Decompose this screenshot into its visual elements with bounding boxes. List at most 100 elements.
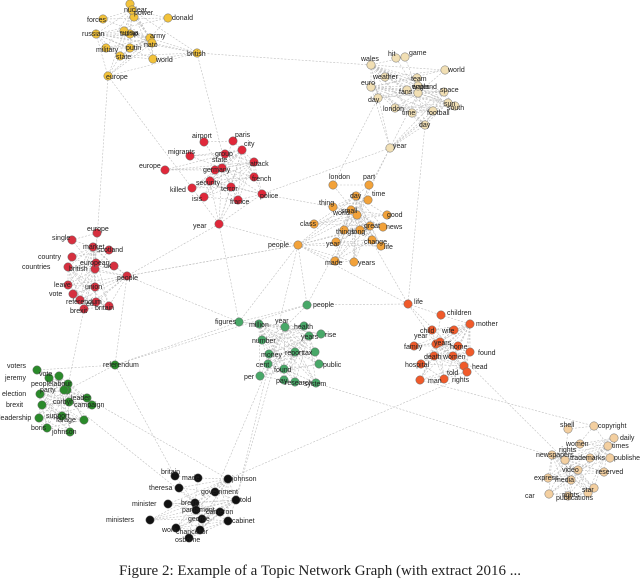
edge-brexit-to-people xyxy=(126,275,240,323)
node-politics-parliament xyxy=(191,505,201,515)
edge-social xyxy=(332,199,369,208)
label-weather-fans: fans xyxy=(399,89,413,96)
node-social-news xyxy=(378,222,388,232)
label-military-russia: russia xyxy=(120,30,139,37)
label-people-report: report xyxy=(285,350,303,357)
node-referendum-brexit xyxy=(37,400,47,410)
edge-politics xyxy=(149,502,196,521)
label-media-media: media xyxy=(555,477,574,484)
edge-weather xyxy=(424,110,434,126)
label-referendum-leader: leader xyxy=(71,395,91,402)
edge-weather xyxy=(424,102,449,126)
edge-social xyxy=(353,229,361,263)
edge-brexit xyxy=(67,266,96,288)
edge-family xyxy=(433,341,441,357)
edge-weather xyxy=(417,69,446,94)
node-people-pay xyxy=(279,375,289,385)
node-media-copyright xyxy=(589,421,599,431)
edge-brexit xyxy=(92,246,128,277)
edge-people xyxy=(268,335,310,355)
edge-military xyxy=(107,9,133,77)
edge-terror xyxy=(209,180,220,225)
node-media-published xyxy=(605,453,615,463)
edge-people xyxy=(283,335,310,381)
edge-weather xyxy=(389,110,434,149)
node-family-rights xyxy=(439,374,449,384)
label-media-women: women xyxy=(565,441,589,448)
label-people-million: million xyxy=(249,322,269,329)
edge-people-to-referendum xyxy=(114,321,240,366)
edge-terror xyxy=(218,161,255,225)
edge-brexit xyxy=(67,275,128,286)
node-referendum-boris xyxy=(42,423,52,433)
node-politics-made xyxy=(193,473,203,483)
edge-people xyxy=(294,351,317,384)
node-terror-terror xyxy=(226,182,236,192)
node-family-mother xyxy=(465,319,475,329)
edge-terror xyxy=(203,140,234,143)
edge-referendum xyxy=(39,393,93,406)
edge-referendum xyxy=(36,364,116,371)
edge-terror xyxy=(237,149,243,201)
label-weather-london: london xyxy=(383,106,404,113)
label-referendum-party: party xyxy=(40,387,56,394)
edge-social xyxy=(350,209,373,241)
edge-brexit xyxy=(92,246,97,264)
label-family-child: child xyxy=(420,328,435,335)
edge-people xyxy=(267,351,296,365)
edge-terror xyxy=(191,186,232,189)
edge-military xyxy=(95,9,133,35)
label-military-nato: nato xyxy=(144,42,158,49)
node-military-russia xyxy=(119,26,129,36)
node-referendum-campaign xyxy=(87,400,97,410)
label-social-life: life xyxy=(384,244,393,251)
edge-weather xyxy=(406,89,445,93)
edge-social xyxy=(355,195,382,247)
edge-military xyxy=(149,17,169,39)
edge-people xyxy=(238,304,308,323)
label-terror-attack: attack xyxy=(250,161,269,168)
label-military-russian: russian xyxy=(82,31,105,38)
edge-brexit-to-referendum xyxy=(66,308,85,391)
label-referendum-jeremy: jeremy xyxy=(4,375,27,382)
label-terror-europe: europe xyxy=(139,163,161,170)
node-politics-cameron xyxy=(215,507,225,517)
label-terror-airport: airport xyxy=(192,133,212,140)
edge-social xyxy=(335,241,382,247)
edge-weather xyxy=(370,86,408,91)
node-military-forces xyxy=(98,14,108,24)
label-brexit-british: british xyxy=(69,266,88,273)
edge-politics xyxy=(167,503,197,511)
edge-media xyxy=(579,443,609,447)
node-media-daily xyxy=(609,433,619,443)
edge-family xyxy=(420,323,471,365)
node-military-military xyxy=(101,43,111,53)
node-referendum-leadership xyxy=(34,413,44,423)
label-family-children: children xyxy=(447,310,472,317)
node-social-good xyxy=(382,210,392,220)
label-referendum-voters: voters xyxy=(7,363,27,370)
label-politics-cabinet: cabinet xyxy=(232,518,255,525)
node-referendum-jeremy xyxy=(44,373,54,383)
label-media-trademarks: trademarks xyxy=(570,455,606,462)
node-social-long xyxy=(355,225,365,235)
edge-brexit-to-social xyxy=(126,244,299,277)
node-brexit-people xyxy=(122,271,132,281)
label-people-number: number xyxy=(252,338,276,345)
edge-brexit xyxy=(113,265,128,277)
edge-social xyxy=(334,214,358,262)
edge-family xyxy=(439,341,465,367)
node-politics-told xyxy=(231,495,241,505)
edge-media xyxy=(564,428,569,461)
edge-brexit xyxy=(67,266,96,270)
node-terror-europe xyxy=(160,165,170,175)
label-social-great: great xyxy=(364,223,380,230)
label-media-rights: rights xyxy=(559,447,577,454)
edge-brexit xyxy=(79,268,96,301)
edge-weather xyxy=(370,64,434,112)
node-military-british xyxy=(192,48,202,58)
node-weather-space xyxy=(439,87,449,97)
edge-brexit xyxy=(67,262,97,268)
edge-people xyxy=(284,326,322,335)
edge-family xyxy=(463,351,471,367)
